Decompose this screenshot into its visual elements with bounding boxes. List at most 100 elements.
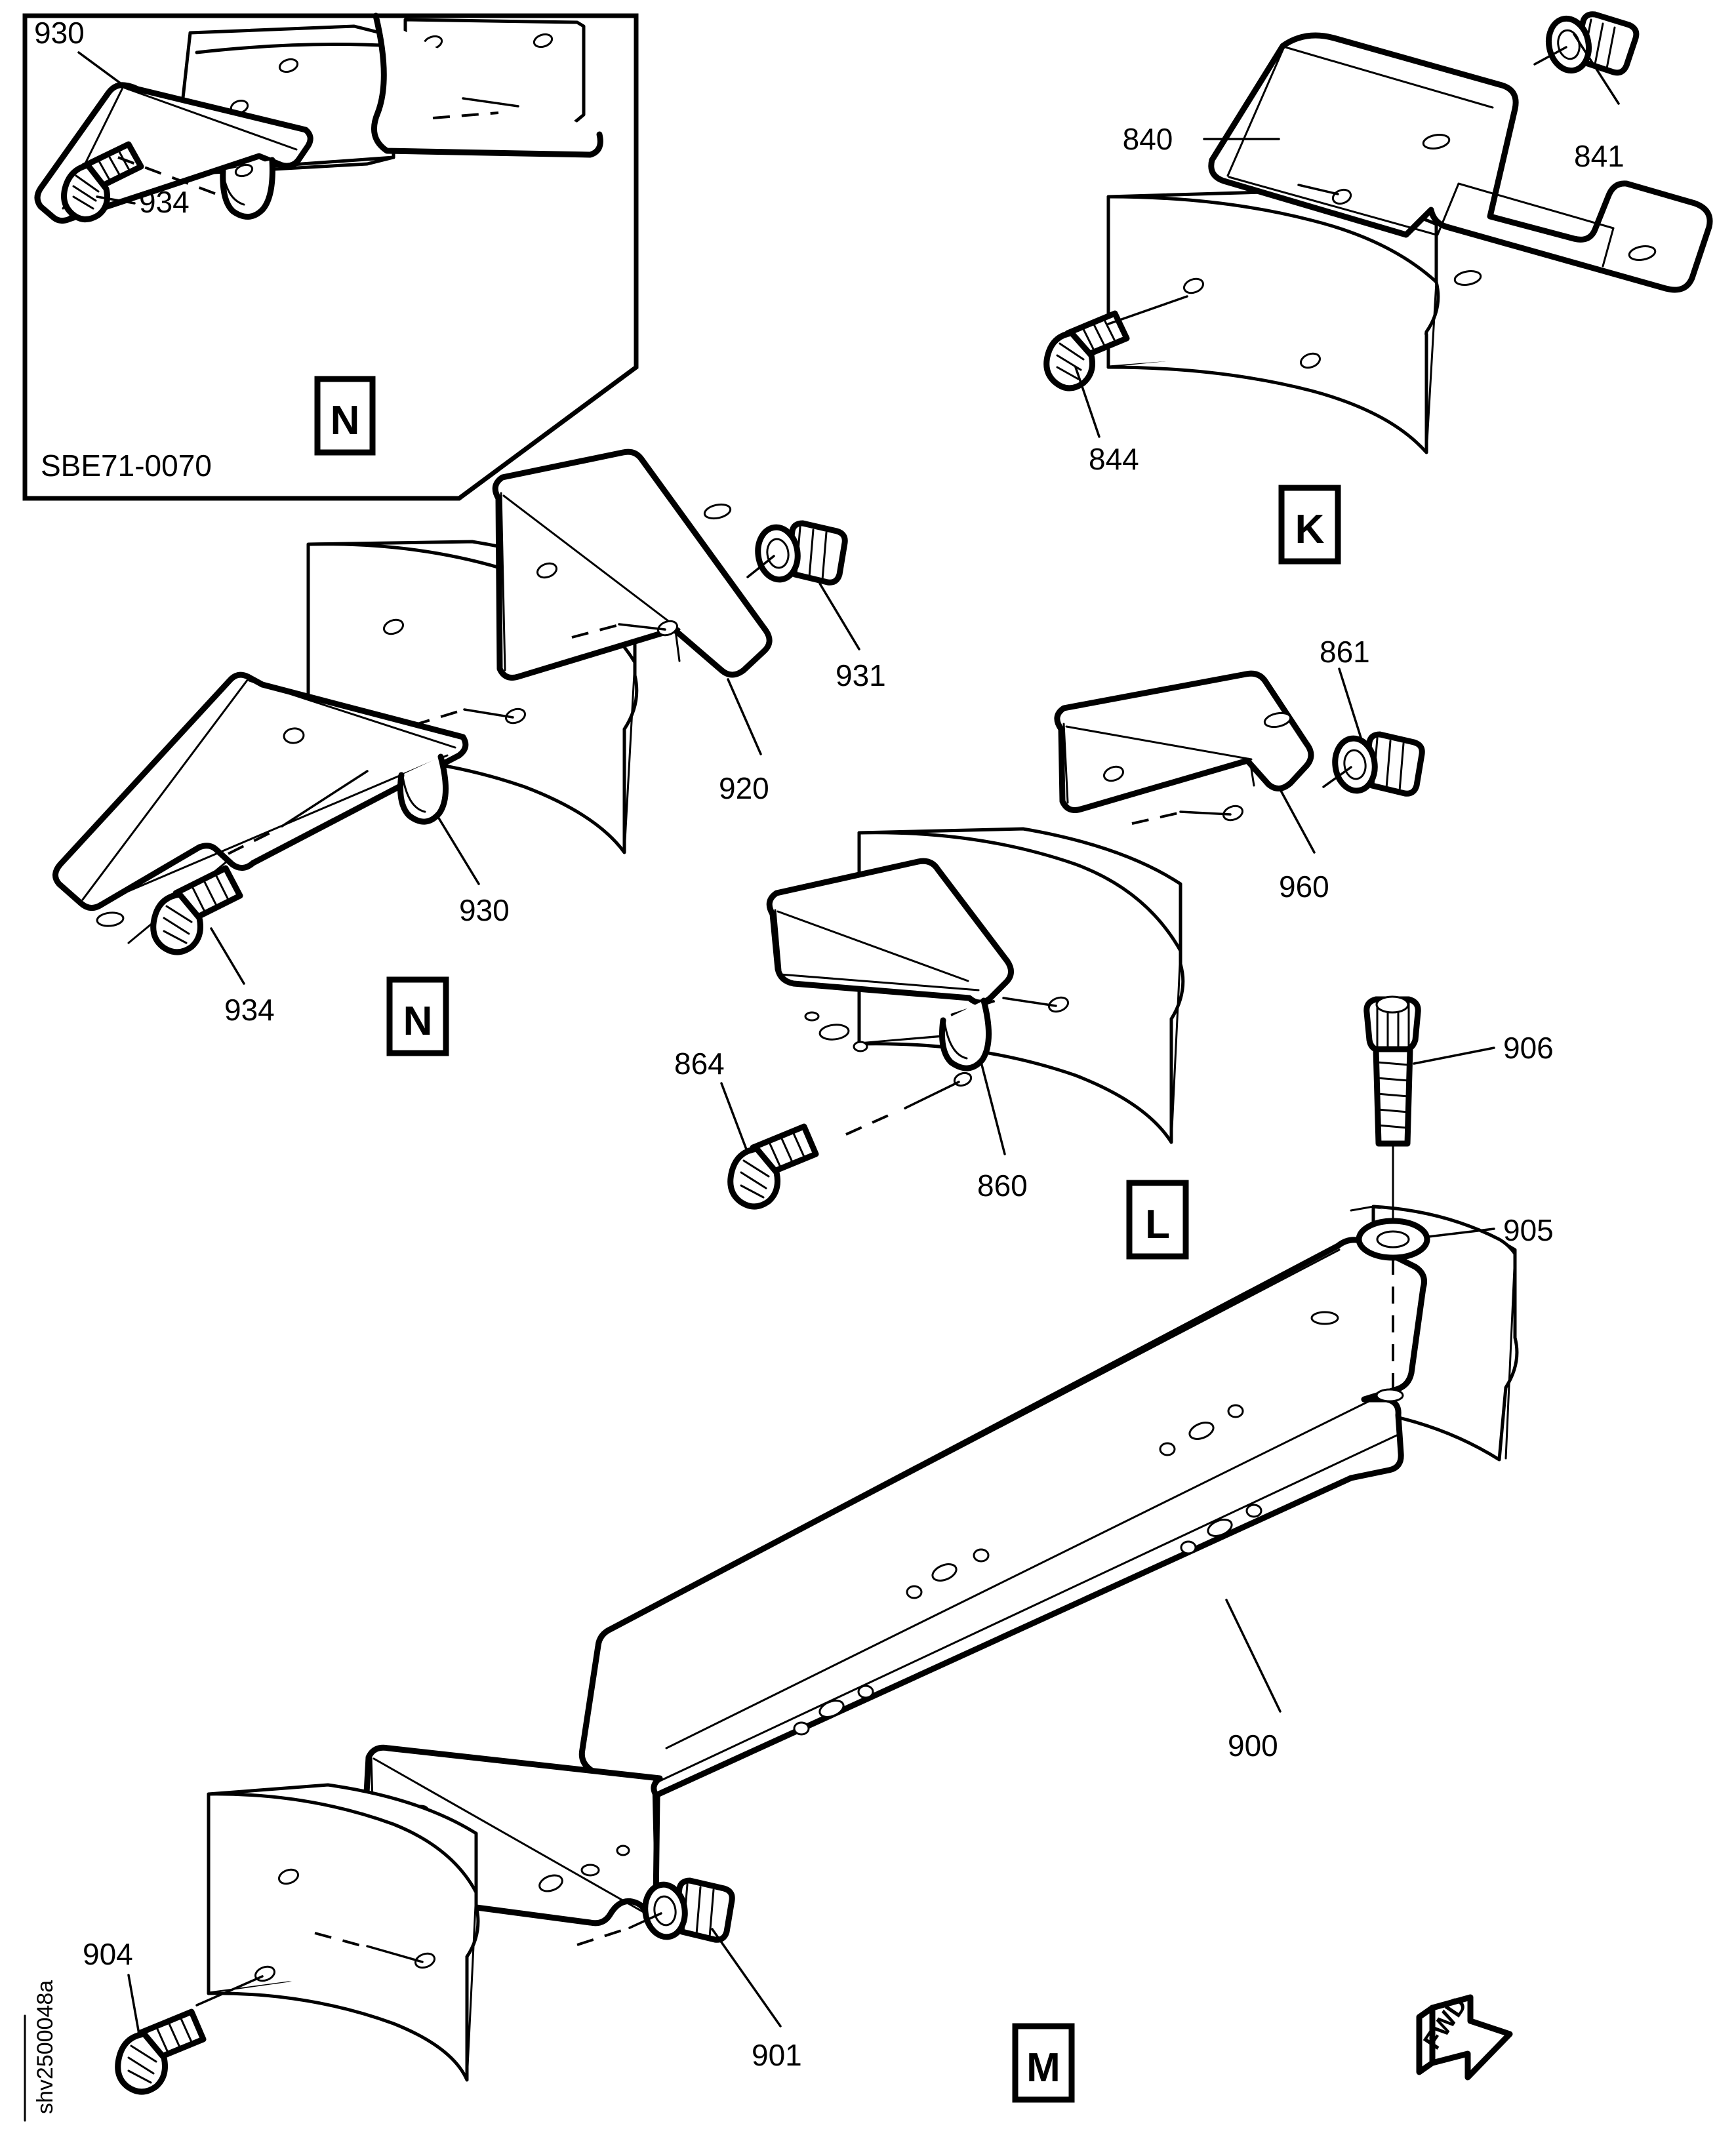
label-860: 860 [977,1168,1028,1203]
inset-bracket-tab-inner [222,170,245,206]
l-bracket-860-low-edge [779,973,980,991]
n-bracket-930-top-edge [248,679,456,749]
m-left-plate-axis [366,1945,424,1963]
m-rail-hole-c3 [1245,1504,1262,1518]
n-bracket-930-low-edge [101,754,449,904]
n-leader-934 [210,927,245,985]
section-m-group: 900 906 905 9 [83,995,1554,2103]
l-bracket-860-fold [774,909,782,972]
l-bolt-861-axis [1322,766,1352,788]
section-marker-k: K [1278,485,1341,565]
k-bolt-844-head-splines [1056,342,1085,380]
n-bracket-930-dash [228,828,279,855]
l-bracket-960-hole-mid [1102,765,1125,782]
l-bracket-860-slot [818,1024,850,1041]
k-bracket-low-line [1228,176,1438,236]
m-flange-diag [373,1757,649,1916]
label-920: 920 [719,771,769,805]
m-rail-hole-b2 [906,1585,923,1599]
m-bolt-904-axis [195,1975,264,2007]
k-plate-top-edge [1106,195,1438,284]
k-bolt-844-axis [1107,295,1188,325]
marker-l-box [1126,1180,1189,1260]
m-bolt-901-recess [653,1895,677,1927]
l-bolt-861: 861 [1320,635,1425,797]
inset-right-plate [371,12,603,158]
n-bolt-931-recess [766,538,790,569]
inset-hole-e [533,33,554,49]
m-right-plate-lip [1350,1205,1375,1212]
inset-dash-right [432,111,499,119]
k-plate-hole-1 [1182,277,1205,294]
m-rail-top-line [599,1248,1341,1637]
marker-m-letter: M [1026,2045,1060,2090]
m-bolt-904-head-splines [127,2045,157,2084]
l-bracket-860-axis [904,1081,960,1109]
k-bolt-841-axis [1533,46,1567,66]
n-bracket-920: 920 [492,449,773,805]
m-rail-outline [578,1237,1427,1803]
label-841: 841 [1574,139,1625,173]
m-left-plate-hole-2 [414,1952,436,1969]
n-bracket-920-fold [500,492,506,671]
inset-bracket-tab-hole [234,163,254,178]
inset-code-text: SBE71-0070 [41,449,212,483]
n-bracket-920-hole-low [656,620,679,637]
marker-m-box [1012,2023,1075,2103]
l-bracket-960-fold [1062,723,1069,804]
l-leader-960 [1279,788,1316,854]
l-bracket-860-tab-inner [943,1020,968,1060]
l-plate-dash-1 [950,998,1000,1016]
n-bracket-920-axis [618,623,666,631]
n-bolt-934-head-splines [163,905,193,944]
l-bolt-864-head [727,1146,780,1210]
m-left-plate [195,1783,480,2082]
m-bolt-904-threads [155,2014,193,2054]
n-bracket-920-tab-edge [674,629,681,662]
l-bolt-864: 864 [674,1047,819,1210]
n-bolt-934-threads [190,872,230,913]
m-leader-906 [1413,1047,1495,1065]
label-906: 906 [1503,1031,1554,1065]
k-plate-right-thickness [1425,281,1438,454]
l-plate-bottom [857,1017,1173,1144]
k-leader-841 [1573,33,1620,105]
n-plate-hole-1 [382,618,405,635]
fwd-arrow-side [1416,2005,1436,2075]
inset-marker-box [314,376,376,456]
m-rail-hole-a2 [1159,1442,1176,1456]
label-930-inset: 930 [34,16,85,50]
k-bracket-outline [1208,32,1713,293]
inset-bracket-top-edge [123,87,298,151]
n-bolt-931-axis [746,555,775,578]
section-marker-l: L [1126,1180,1189,1260]
inset-bolt-dashline [117,156,217,195]
marker-n-letter: N [403,999,433,1044]
m-leader-904 [127,1974,140,2035]
m-bolt-901-dash [576,1928,626,1946]
l-plate-hole-2 [1047,996,1070,1013]
inset-detail-box: 930 934 N SBE71-0070 [22,12,639,501]
m-rail-mount-hole-2 [1310,1311,1339,1325]
n-plate-hole-2 [504,708,527,725]
n-bracket-930-outline [52,671,469,911]
section-marker-n: N [386,976,449,1056]
l-plate-right-thk [1170,949,1182,1144]
m-right-plate-thk [1504,1252,1516,1460]
fwd-arrow-face [1429,1994,1513,2081]
m-leader-901 [711,1928,782,2027]
label-931: 931 [836,658,886,692]
inset-outline-curve [371,12,603,158]
k-bracket-mid-axis [1297,184,1339,195]
inset-leader-930 [77,51,130,90]
k-bolt-844: 844 [1043,295,1188,476]
m-flange-right-edge [652,1784,657,1902]
marker-k-box [1278,485,1341,565]
l-plate-axis-1 [1002,997,1057,1007]
k-bracket-hole-top [1422,134,1451,150]
k-bracket-hole-right [1628,245,1657,261]
m-left-plate-bottom [207,1955,469,2082]
inset-bolt-head-splines [72,174,100,210]
